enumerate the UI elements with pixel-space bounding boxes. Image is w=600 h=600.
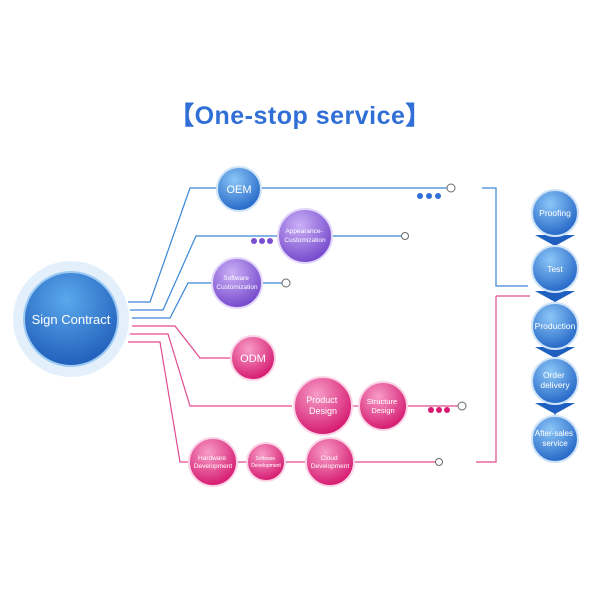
hardware-development-label-1: Hardware <box>198 455 227 462</box>
blue-bracket <box>482 187 528 287</box>
end-node-structure <box>457 401 467 411</box>
order-delivery-label-2: delivery <box>540 380 570 390</box>
end-node-appearance <box>401 232 409 240</box>
ellipsis-dots <box>251 193 450 413</box>
product-design-label-1: Product <box>306 395 338 405</box>
svg-text:Appearance- Customizat: Appearance- Customization <box>284 228 326 244</box>
svg-text:Software Development: Software Development <box>251 456 281 469</box>
software-customization-node: Software Customization <box>211 257 263 309</box>
end-node-oem <box>446 183 456 193</box>
dots-oem <box>417 193 441 199</box>
svg-text:Product Design: Product Design <box>306 395 340 416</box>
line-to-odm <box>132 325 230 359</box>
process-step-test: Test <box>531 245 579 302</box>
product-design-node: Product Design <box>293 376 353 436</box>
production-label: Production <box>535 321 576 331</box>
odm-node: ODM <box>230 335 276 381</box>
structure-design-label-1: Structure <box>367 397 397 406</box>
process-step-production: Production <box>531 302 579 358</box>
dots-appearance <box>251 238 273 244</box>
appearance-label-1: Appearance- <box>285 228 322 235</box>
blue-connectors <box>128 187 448 319</box>
svg-text:After-sales service: After-sales service <box>535 429 575 448</box>
odm-label: ODM <box>240 353 266 365</box>
dots-structure <box>428 407 450 413</box>
line-to-software-customization <box>132 282 212 319</box>
after-sales-label-2: service <box>542 439 568 448</box>
structure-design-label-2: Design <box>371 406 394 415</box>
order-delivery-label-1: Order <box>543 370 565 380</box>
pink-bracket <box>476 295 530 463</box>
process-step-order-delivery: Order delivery <box>531 357 579 414</box>
process-step-after-sales: After-sales service <box>531 415 579 463</box>
structure-design-node: Structure Design <box>358 381 408 431</box>
after-sales-label-1: After-sales <box>535 429 573 438</box>
software-development-node: Software Development <box>246 442 286 482</box>
process-steps: Proofing Test Production <box>531 189 579 463</box>
svg-text:Structure Design: Structure Design <box>367 397 400 415</box>
pink-connectors <box>128 325 458 463</box>
oem-label: OEM <box>226 184 251 196</box>
line-to-hardware <box>128 341 190 463</box>
page-title: 【One-stop service】 <box>169 102 431 130</box>
line-to-appearance <box>130 235 278 311</box>
end-node-software <box>281 278 291 288</box>
svg-text:Production: Production <box>535 321 576 331</box>
sign-contract-label: Sign Contract <box>32 312 111 327</box>
sign-contract-node: Sign Contract <box>13 261 129 377</box>
appearance-label-2: Customization <box>284 237 326 244</box>
end-node-cloud <box>435 458 443 466</box>
line-to-product-design <box>130 333 292 407</box>
hardware-development-node: Hardware Development <box>188 437 238 487</box>
line-to-oem <box>128 187 218 303</box>
end-nodes <box>281 183 467 466</box>
oem-node: OEM <box>216 166 262 212</box>
cloud-development-label-1: Cloud <box>321 455 338 462</box>
software-development-label-2: Development <box>251 463 281 469</box>
software-customization-label-2: Customization <box>216 284 258 291</box>
svg-text:Hardware Development: Hardware Development <box>194 455 232 470</box>
hardware-development-label-2: Development <box>194 463 232 470</box>
process-step-proofing: Proofing <box>531 189 579 246</box>
product-design-label-2: Design <box>309 406 337 416</box>
appearance-customization-node: Appearance- Customization <box>277 208 333 264</box>
svg-text:Proofing: Proofing <box>539 208 571 218</box>
svg-text:Cloud Development: Cloud Development <box>311 455 349 470</box>
svg-text:Software Customization: Software Customization <box>216 275 258 291</box>
software-customization-label-1: Software <box>223 275 249 282</box>
software-development-label-1: Software <box>255 456 275 462</box>
cloud-development-node: Cloud Development <box>305 437 355 487</box>
cloud-development-label-2: Development <box>311 463 349 470</box>
svg-text:Test: Test <box>547 264 563 274</box>
proofing-label: Proofing <box>539 208 571 218</box>
test-label: Test <box>547 264 563 274</box>
svg-text:Order delivery: Order delivery <box>540 370 570 390</box>
